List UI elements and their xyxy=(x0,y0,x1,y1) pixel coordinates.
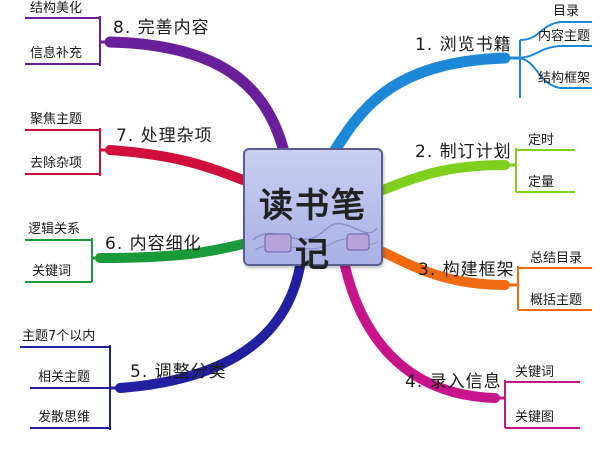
branch-connector-4 xyxy=(345,266,580,428)
leaf-4-1[interactable]: 关键词 xyxy=(515,365,554,381)
leaf-3-1[interactable]: 总结目录 xyxy=(530,251,582,267)
branch-connector-5 xyxy=(20,266,300,430)
central-topic[interactable]: 读书笔记 xyxy=(243,148,383,266)
branch-label-8[interactable]: 8. 完善内容 xyxy=(113,18,210,38)
leaf-1-3[interactable]: 结构框架 xyxy=(538,71,590,87)
branch-label-1[interactable]: 1. 浏览书籍 xyxy=(415,35,512,55)
leaf-5-1[interactable]: 主题7个以内 xyxy=(22,329,95,345)
leaf-8-1[interactable]: 结构美化 xyxy=(30,1,82,17)
leaf-4-2[interactable]: 关键图 xyxy=(515,410,554,426)
branch-label-6[interactable]: 6. 内容细化 xyxy=(105,234,202,254)
leaf-2-2[interactable]: 定量 xyxy=(528,175,554,191)
branch-label-2[interactable]: 2. 制订计划 xyxy=(415,142,512,162)
branch-label-4[interactable]: 4. 录入信息 xyxy=(405,372,502,392)
branch-label-5[interactable]: 5. 调整分类 xyxy=(130,362,227,382)
leaf-2-1[interactable]: 定时 xyxy=(528,133,554,149)
leaf-7-1[interactable]: 聚焦主题 xyxy=(30,112,82,128)
branch-label-3[interactable]: 3. 构建框架 xyxy=(418,260,515,280)
leaf-1-2[interactable]: 内容主题 xyxy=(538,29,590,45)
central-topic-title: 读书笔记 xyxy=(245,178,381,276)
leaf-8-2[interactable]: 信息补充 xyxy=(30,46,82,62)
leaf-5-2[interactable]: 相关主题 xyxy=(38,370,90,386)
leaf-6-2[interactable]: 关键词 xyxy=(32,264,71,280)
leaf-6-1[interactable]: 逻辑关系 xyxy=(28,222,80,238)
branch-label-7[interactable]: 7. 处理杂项 xyxy=(116,126,213,146)
leaf-3-2[interactable]: 概括主题 xyxy=(530,293,582,309)
leaf-5-3[interactable]: 发散思维 xyxy=(38,410,90,426)
leaf-1-1[interactable]: 目录 xyxy=(553,4,579,20)
leaf-7-2[interactable]: 去除杂项 xyxy=(30,156,82,172)
